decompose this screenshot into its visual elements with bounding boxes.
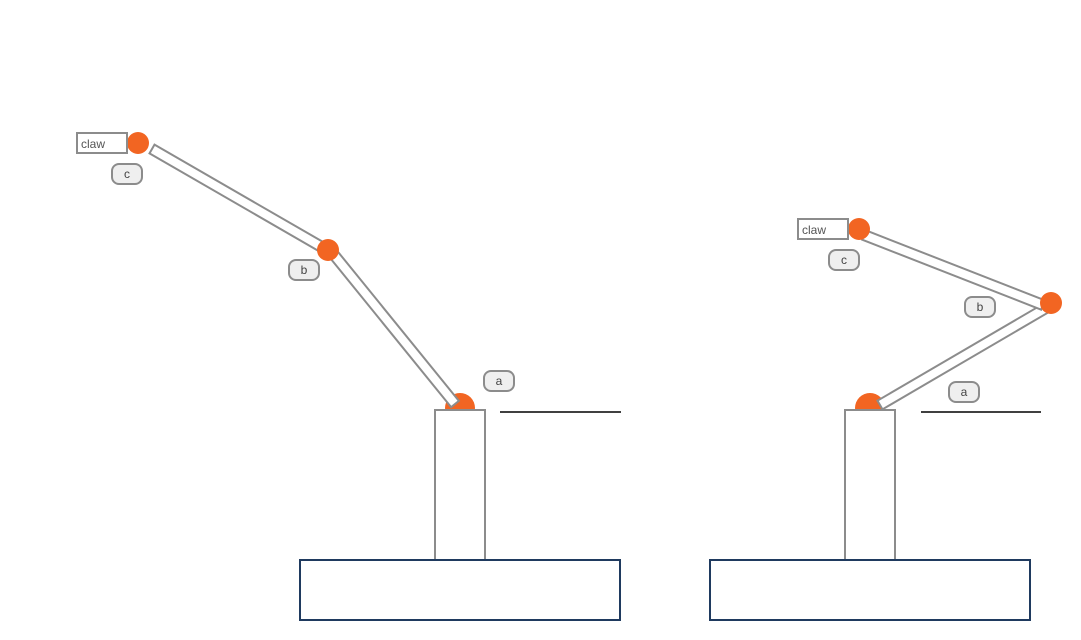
claw-label: claw: [802, 223, 826, 237]
joint-label-c: c: [828, 249, 860, 271]
joint-label-c: c: [111, 163, 143, 185]
joint-label-b-box: [964, 296, 996, 318]
elbow-joint: [317, 239, 339, 261]
joint-label-b-text: b: [301, 263, 308, 277]
robot-arm-right: claw a b c: [709, 218, 1062, 621]
claw-box: [76, 132, 128, 154]
pillar: [844, 409, 896, 561]
claw-label: claw: [81, 137, 105, 151]
claw-box: [797, 218, 849, 240]
joint-label-a-text: a: [496, 374, 503, 388]
joint-label-b: b: [288, 259, 320, 281]
joint-label-b: b: [964, 296, 996, 318]
joint-label-b-text: b: [977, 300, 984, 314]
joint-label-a: a: [948, 381, 980, 403]
joint-label-c-box: [111, 163, 143, 185]
pillar: [434, 409, 486, 561]
base-platform: [299, 559, 621, 621]
claw-joint: [127, 132, 149, 154]
joint-label-a: a: [483, 370, 515, 392]
robot-arm-left: claw a b c: [76, 132, 621, 621]
link-upper: [860, 229, 1047, 311]
joint-label-b-box: [288, 259, 320, 281]
joint-label-c-text: c: [841, 253, 847, 267]
joint-label-a-text: a: [961, 385, 968, 399]
link-lower: [320, 240, 461, 409]
joint-label-a-box: [483, 370, 515, 392]
joint-label-a-box: [948, 381, 980, 403]
joint-label-c-text: c: [124, 167, 130, 181]
base-platform: [709, 559, 1031, 621]
elbow-joint: [1040, 292, 1062, 314]
claw-joint: [848, 218, 870, 240]
link-upper: [148, 143, 324, 252]
joint-label-c-box: [828, 249, 860, 271]
